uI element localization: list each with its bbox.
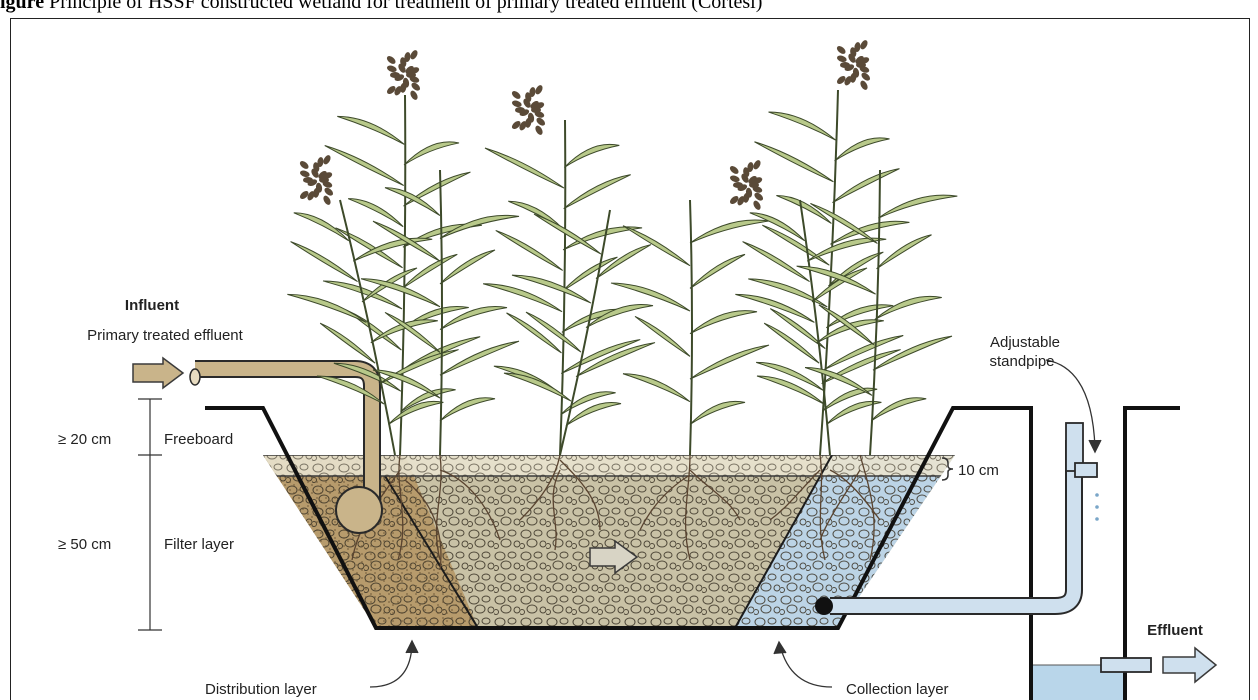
reed-leaf: [754, 142, 833, 182]
reed-seed-head: [298, 154, 334, 206]
influent-flow-arrow: [133, 358, 183, 388]
reed-leaf: [623, 226, 690, 266]
reed-leaf: [769, 112, 836, 140]
reed-leaf: [485, 148, 564, 188]
reed-leaf: [690, 401, 745, 424]
dimension-lines: [138, 399, 162, 630]
reed-leaf: [635, 316, 690, 356]
reed-leaf: [623, 374, 690, 402]
effluent-flow-arrow: [1163, 648, 1216, 682]
reed-leaf: [496, 230, 563, 270]
filter-depth-label: ≥ 50 cm: [58, 536, 111, 553]
freeboard-depth-label: ≥ 20 cm: [58, 431, 111, 448]
reed-leaf: [875, 296, 942, 319]
reed-leaf: [294, 213, 349, 241]
reed-stem: [870, 170, 880, 455]
standpipe-label-1: Adjustable: [990, 334, 1060, 351]
reed-leaf: [871, 398, 926, 421]
reed-leaf: [404, 142, 459, 165]
reed-seed-head: [385, 49, 421, 101]
reed-leaf: [690, 311, 757, 334]
reed-leaf: [750, 213, 805, 241]
outlet-chamber-wall: [1125, 408, 1180, 700]
reed-leaf: [291, 242, 358, 282]
reed-leaf: [320, 323, 375, 363]
reed-leaf: [403, 172, 470, 206]
reed-leaf: [878, 195, 957, 218]
reed-leaf: [564, 175, 631, 209]
reed-leaf: [757, 376, 824, 404]
standpipe-label-2: standpipe: [989, 353, 1054, 370]
reed-leaf: [504, 373, 571, 401]
reed-leaf: [564, 144, 619, 167]
distribution-layer-label: Distribution layer: [205, 681, 317, 698]
influent-sub-label: Primary treated effluent: [87, 327, 243, 344]
collection-layer-label: Collection layer: [846, 681, 949, 698]
reed-stem: [690, 200, 692, 455]
reed-leaf: [325, 146, 404, 186]
reed-leaf: [287, 294, 366, 322]
reed-leaf: [822, 350, 901, 384]
reed-leaf: [748, 279, 827, 307]
filter-layer-label: Filter layer: [164, 536, 234, 553]
reed-leaf: [337, 116, 404, 144]
top-layer-depth-label: 10 cm: [958, 462, 999, 479]
reed-leaf: [562, 257, 617, 291]
reed-leaf: [388, 401, 443, 424]
reed-seed-head: [835, 39, 871, 91]
reed-leaf: [835, 138, 890, 161]
reed-leaf: [764, 323, 819, 363]
reed-leaf: [690, 254, 745, 288]
effluent-label: Effluent: [1147, 622, 1203, 639]
reed-seed-head: [510, 84, 546, 136]
reed-leaf: [832, 169, 899, 203]
reed-leaf: [690, 220, 769, 243]
reed-seed-head: [728, 159, 764, 211]
reed-leaf: [440, 398, 495, 421]
reed-leaf: [440, 250, 495, 284]
influent-label: Influent: [125, 297, 179, 314]
reed-leaf: [735, 294, 814, 322]
reed-stem: [800, 200, 830, 455]
freeboard-label: Freeboard: [164, 431, 233, 448]
reed-leaf: [380, 350, 459, 384]
reed-plants: [287, 39, 957, 455]
